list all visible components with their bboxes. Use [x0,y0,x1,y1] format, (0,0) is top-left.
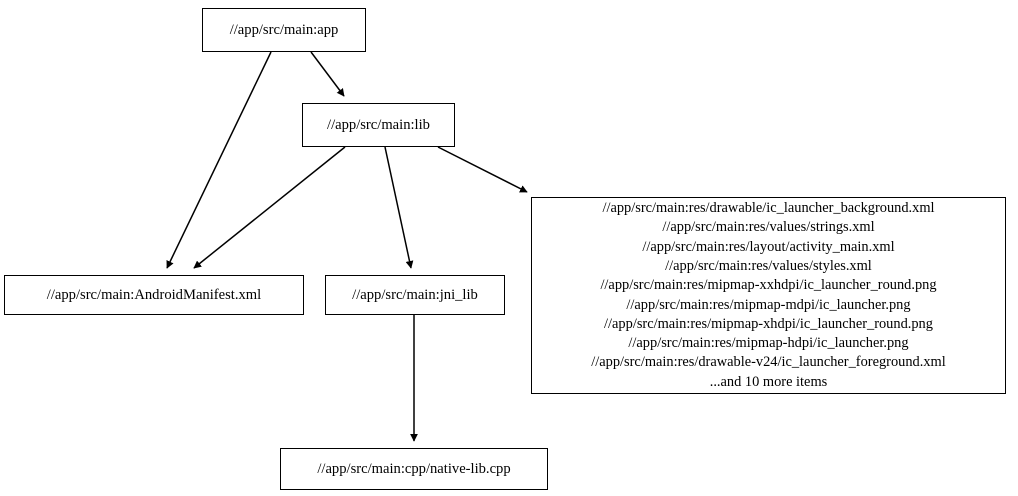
graph-node-android-manifest[interactable]: //app/src/main:AndroidManifest.xml [4,275,304,315]
graph-node-resources-line: //app/src/main:res/values/styles.xml [665,257,872,274]
graph-node-jni-lib-label: //app/src/main:jni_lib [352,286,478,303]
edge-app-to-manifest [166,51,272,269]
graph-node-android-manifest-label: //app/src/main:AndroidManifest.xml [46,286,262,303]
graph-node-resources-line: //app/src/main:res/drawable-v24/ic_launc… [591,354,946,371]
graph-node-app[interactable]: //app/src/main:app [202,8,366,52]
graph-node-resources-line: //app/src/main:res/layout/activity_main.… [642,238,895,255]
graph-node-native-lib-cpp-label: //app/src/main:cpp/native-lib.cpp [317,460,511,477]
graph-node-resources[interactable]: //app/src/main:res/drawable/ic_launcher_… [531,197,1006,394]
edge-lib-to-resources [437,146,528,193]
graph-node-resources-more-items: ...and 10 more items [709,373,828,390]
edge-lib-to-jni [384,146,414,269]
graph-node-resources-line: //app/src/main:res/mipmap-hdpi/ic_launch… [628,335,909,352]
graph-node-resources-line: //app/src/main:res/mipmap-mdpi/ic_launch… [626,296,911,313]
graph-node-resources-line: //app/src/main:res/drawable/ic_launcher_… [602,200,935,217]
edge-app-to-lib [310,51,345,97]
graph-node-app-label: //app/src/main:app [229,21,339,38]
graph-node-resources-line: //app/src/main:res/mipmap-xxhdpi/ic_laun… [600,277,937,294]
graph-node-lib[interactable]: //app/src/main:lib [302,103,455,147]
graph-node-native-lib-cpp[interactable]: //app/src/main:cpp/native-lib.cpp [280,448,548,490]
graph-node-resources-line: //app/src/main:res/mipmap-xhdpi/ic_launc… [604,315,933,332]
graph-node-lib-label: //app/src/main:lib [327,116,430,133]
graph-node-resources-line: //app/src/main:res/values/strings.xml [662,219,875,236]
graph-node-jni-lib[interactable]: //app/src/main:jni_lib [325,275,505,315]
edge-lib-to-manifest [193,146,346,269]
